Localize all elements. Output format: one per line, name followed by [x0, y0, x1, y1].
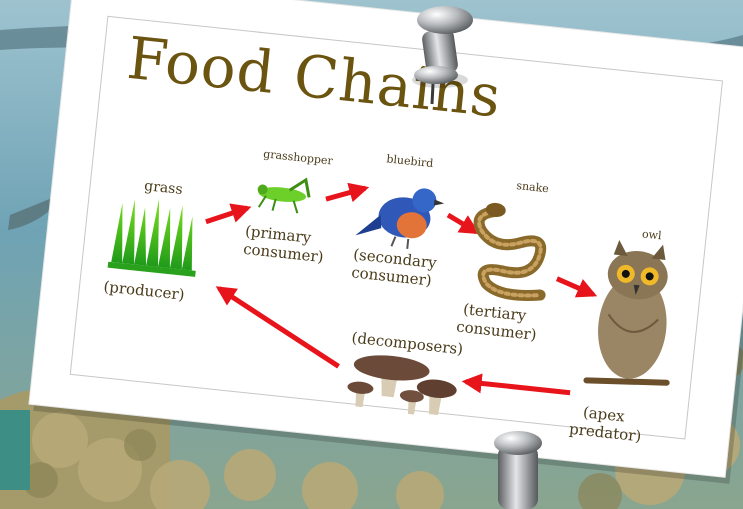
- push-pin-bottom: [494, 431, 542, 509]
- owl-label: owl: [641, 227, 662, 242]
